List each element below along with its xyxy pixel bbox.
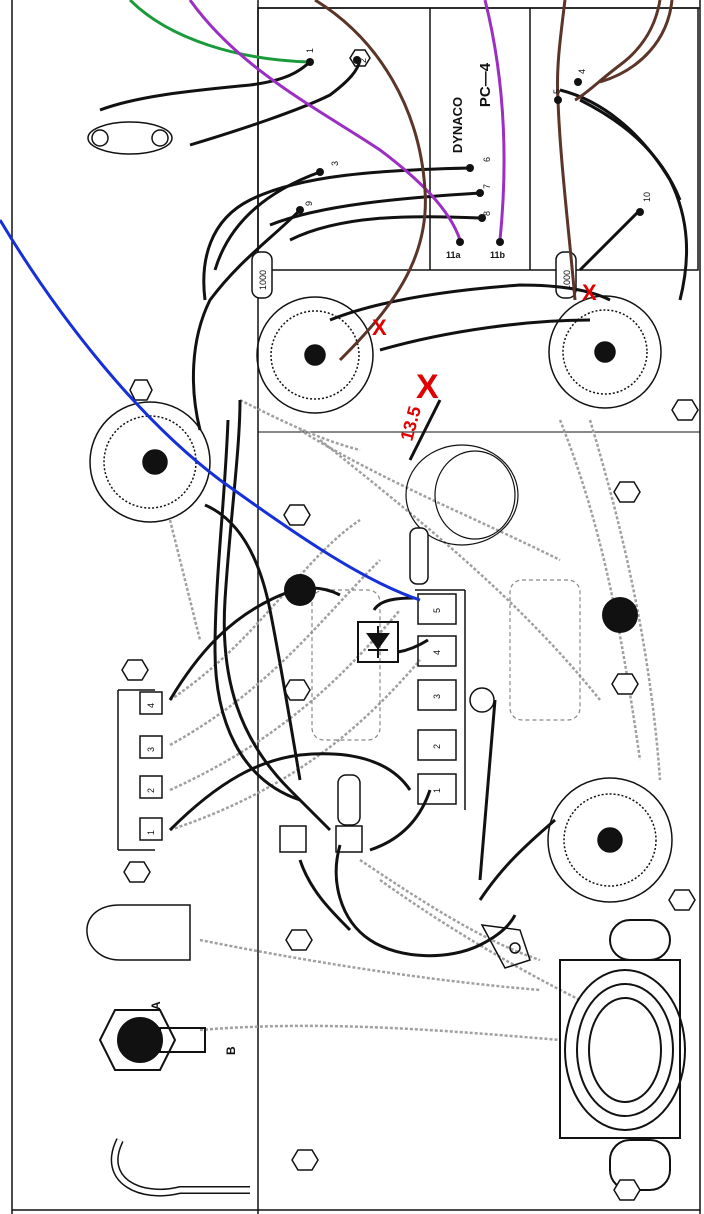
tube-socket-bottom-right bbox=[547, 777, 673, 903]
terminal-label-3: 3 bbox=[330, 161, 340, 166]
red-x-mark-large: X bbox=[416, 368, 439, 406]
brown-wire-right-a bbox=[555, 0, 577, 301]
left-strip-label-1: 1 bbox=[146, 830, 156, 835]
brown-wire-right-c bbox=[599, 0, 674, 84]
red-x-mark-left: X bbox=[372, 315, 387, 340]
left-strip-label-2: 2 bbox=[146, 788, 156, 793]
tube-socket-top-right bbox=[548, 295, 662, 409]
terminal-label-7: 7 bbox=[482, 184, 492, 189]
purple-wire-11a bbox=[188, 0, 462, 241]
tube-socket-left bbox=[89, 401, 211, 523]
terminal-label-4: 4 bbox=[577, 69, 587, 74]
lamp-holder-top bbox=[87, 121, 173, 155]
center-strip-label-3: 3 bbox=[432, 694, 442, 699]
resistors bbox=[251, 251, 577, 826]
gray-wire-harness bbox=[168, 398, 662, 1042]
terminal-small-bottom bbox=[279, 825, 363, 853]
black-wires bbox=[99, 59, 689, 958]
center-strip-label-5: 5 bbox=[432, 608, 442, 613]
terminal-label-11b: 11b bbox=[490, 250, 506, 260]
board-brand: DYNACO bbox=[450, 97, 465, 153]
filter-capacitors bbox=[311, 444, 581, 741]
board-model: PC—4 bbox=[477, 62, 494, 107]
mounting-nuts bbox=[121, 49, 699, 1201]
resistor-right-value: 1000 bbox=[562, 270, 572, 290]
left-strip-label-4: 4 bbox=[146, 703, 156, 708]
power-transformer bbox=[559, 919, 686, 1191]
brown-wire-right-b bbox=[574, 0, 662, 102]
tube-socket-top-left bbox=[256, 296, 374, 414]
terminal-label-6: 6 bbox=[482, 157, 492, 162]
terminal-label-8: 8 bbox=[482, 211, 492, 216]
terminal-label-2: 2 bbox=[358, 58, 368, 63]
terminal-label-5: 5 bbox=[552, 89, 562, 94]
red-x-mark-right: X bbox=[582, 280, 597, 305]
jack-label-b: B bbox=[224, 1046, 238, 1055]
jack-label-a: A bbox=[149, 1001, 163, 1010]
green-wire bbox=[128, 0, 311, 64]
center-strip-label-2: 2 bbox=[432, 744, 442, 749]
rectifier-diode bbox=[357, 621, 399, 663]
resistor-left-value: 1000 bbox=[258, 270, 268, 290]
terminal-dots bbox=[296, 56, 644, 246]
terminal-label-10: 10 bbox=[642, 192, 652, 202]
chassis-outline bbox=[11, 0, 701, 1214]
terminal-strip-left bbox=[117, 689, 163, 851]
brown-wire-center bbox=[314, 0, 427, 362]
terminal-label-1: 1 bbox=[305, 48, 315, 53]
switch-jack bbox=[98, 1009, 250, 1197]
center-strip-label-4: 4 bbox=[432, 650, 442, 655]
left-strip-label-3: 3 bbox=[146, 747, 156, 752]
pilot-lamp bbox=[86, 904, 191, 961]
center-strip-label-1: 1 bbox=[432, 788, 442, 793]
ground-lug bbox=[469, 687, 531, 969]
terminal-label-9: 9 bbox=[304, 201, 314, 206]
terminal-label-11a: 11a bbox=[446, 250, 462, 260]
blue-wire bbox=[0, 219, 421, 602]
purple-wire-11b bbox=[483, 0, 506, 241]
terminal-strip-center bbox=[415, 589, 466, 810]
